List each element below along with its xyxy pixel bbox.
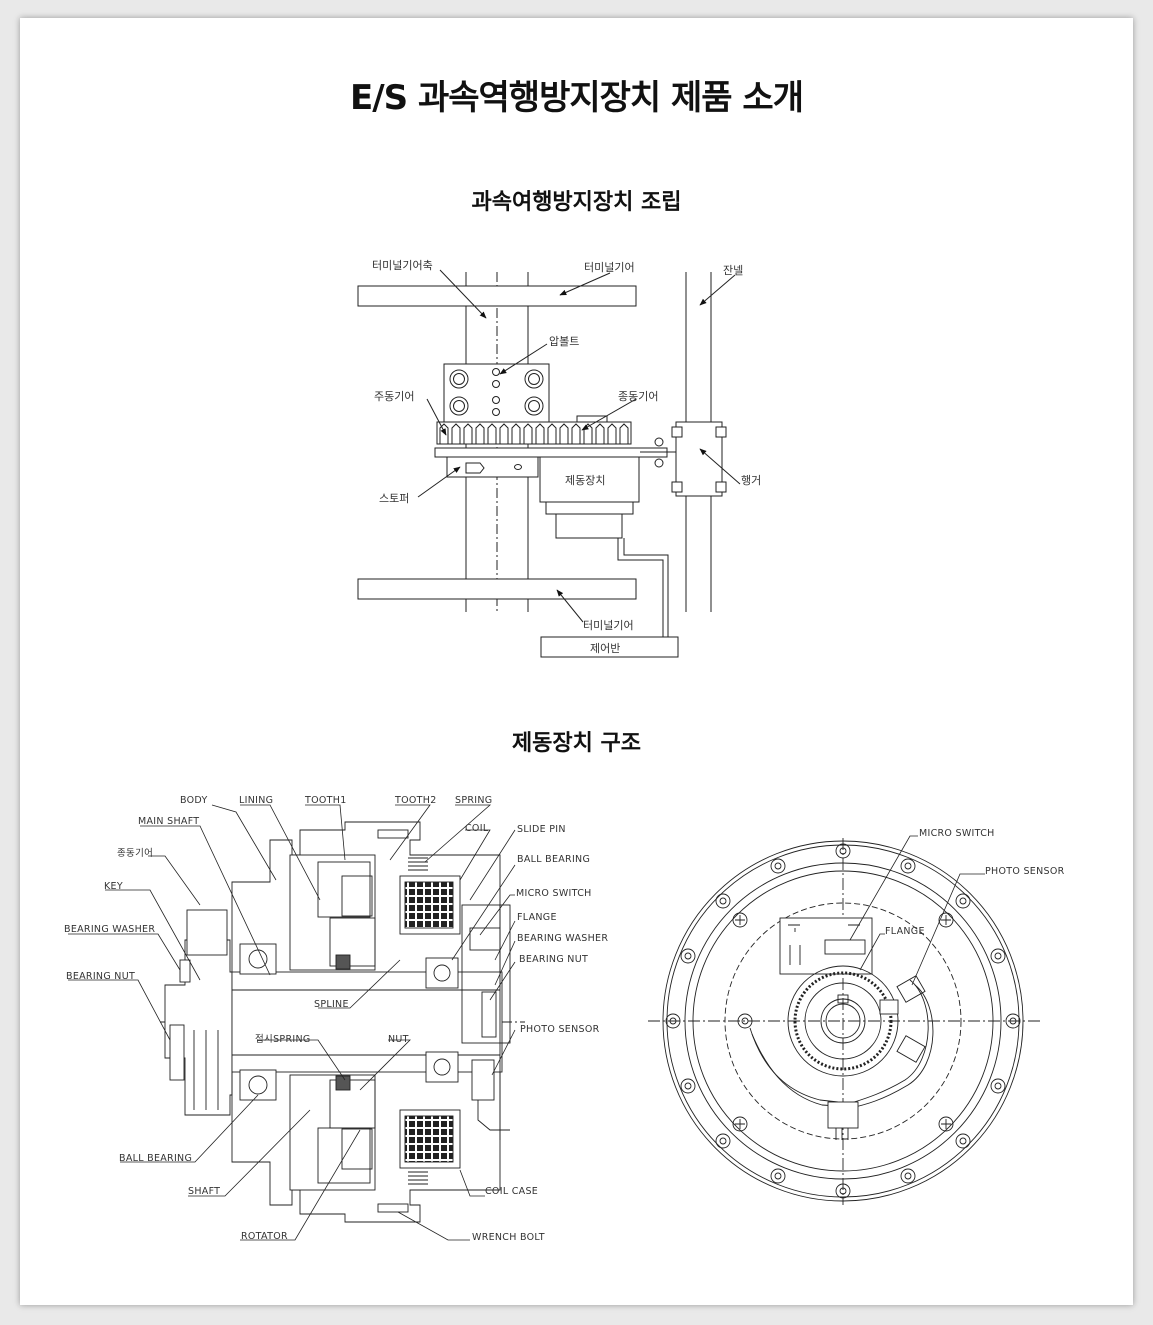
label-main-shaft: MAIN SHAFT [138, 816, 199, 827]
label-contact-spring: 접시SPRING [255, 1033, 311, 1045]
label-rotator: ROTATOR [241, 1231, 288, 1242]
page-title: E/S 과속역행방지장치 제품 소개 [349, 78, 804, 118]
label-bearing-nut-left: BEARING NUT [66, 971, 135, 982]
label-ball-bearing-bottom: BALL BEARING [119, 1153, 192, 1164]
label-stopper: 스토퍼 [379, 492, 409, 505]
brake-front-view: MICRO SWITCH PHOTO SENSOR FLANGE [648, 828, 1065, 1205]
label-key: KEY [104, 881, 123, 892]
label-driven-gear: 종동기어 [618, 390, 658, 403]
label-spline: SPLINE [314, 999, 349, 1010]
label-hanger: 행거 [741, 474, 761, 487]
label-wrench-bolt: WRENCH BOLT [472, 1232, 545, 1243]
label-bearing-nut-right: BEARING NUT [519, 954, 588, 965]
label-brake-unit: 제동장치 [565, 474, 605, 487]
label-terminal-gear-bottom: 터미널기어 [583, 619, 634, 632]
label-terminal-gear-top: 터미널기어 [584, 261, 635, 274]
label-shaft: SHAFT [188, 1186, 220, 1197]
label-driven-gear-struct: 종동기어 [117, 848, 153, 859]
label-bearing-washer-left: BEARING WASHER [64, 924, 155, 935]
label-micro-switch-struct: MICRO SWITCH [516, 888, 592, 899]
label-terminal-gear-shaft: 터미널기어축 [372, 259, 433, 272]
label-control-panel: 제어반 [590, 642, 620, 655]
label-ball-bearing-top: BALL BEARING [517, 854, 590, 865]
section-title-assembly: 과속여행방지장치 조립 [471, 190, 682, 215]
label-coil-case: COIL CASE [485, 1186, 538, 1197]
label-body: BODY [180, 795, 208, 806]
label-photo-sensor-struct: PHOTO SENSOR [520, 1024, 600, 1035]
label-nut: NUT [388, 1034, 409, 1045]
label-bearing-washer-right: BEARING WASHER [517, 933, 608, 944]
label-slide-pin: SLIDE PIN [517, 824, 566, 835]
label-tooth2: TOOTH2 [394, 795, 437, 806]
label-press-bolt: 압볼트 [549, 335, 579, 348]
label-coil: COIL [465, 823, 489, 834]
brake-section-view: BODY LINING TOOTH1 TOOTH2 SPRING MAIN SH… [64, 795, 608, 1243]
label-front-micro-switch: MICRO SWITCH [919, 828, 995, 839]
label-front-photo-sensor: PHOTO SENSOR [985, 866, 1065, 877]
assembly-diagram: 터미널기어축 터미널기어 잔넬 압볼트 주동기어 종동기어 행거 제동장치 스토… [357, 259, 761, 658]
label-front-flange: FLANGE [885, 926, 925, 937]
label-panel: 잔넬 [723, 264, 743, 277]
section-title-structure: 제동장치 구조 [511, 731, 642, 756]
label-driving-gear: 주동기어 [374, 390, 414, 403]
label-flange-struct: FLANGE [517, 912, 557, 923]
label-tooth1: TOOTH1 [304, 795, 347, 806]
label-spring: SPRING [455, 795, 492, 806]
label-lining: LINING [239, 795, 273, 806]
